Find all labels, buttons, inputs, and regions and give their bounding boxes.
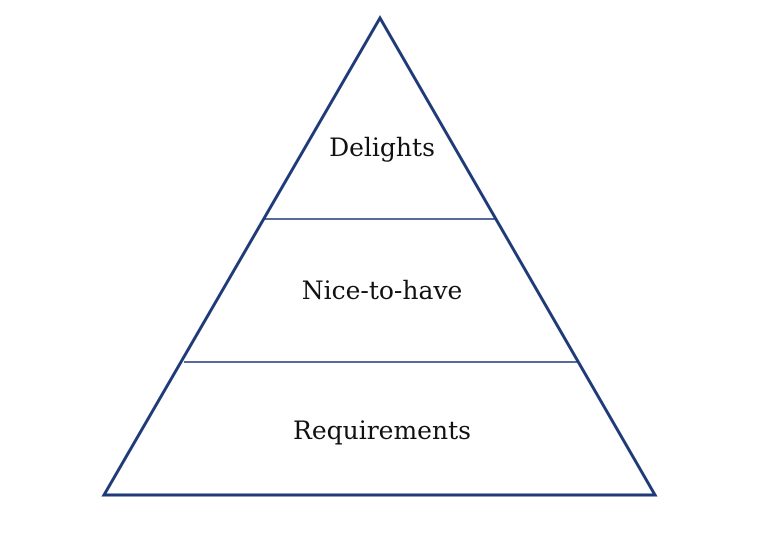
tier-label-nice-to-have: Nice-to-have: [302, 276, 463, 305]
pyramid-outline: [101, 15, 658, 497]
tier-label-requirements: Requirements: [293, 416, 471, 445]
tier-label-delights: Delights: [329, 133, 435, 162]
